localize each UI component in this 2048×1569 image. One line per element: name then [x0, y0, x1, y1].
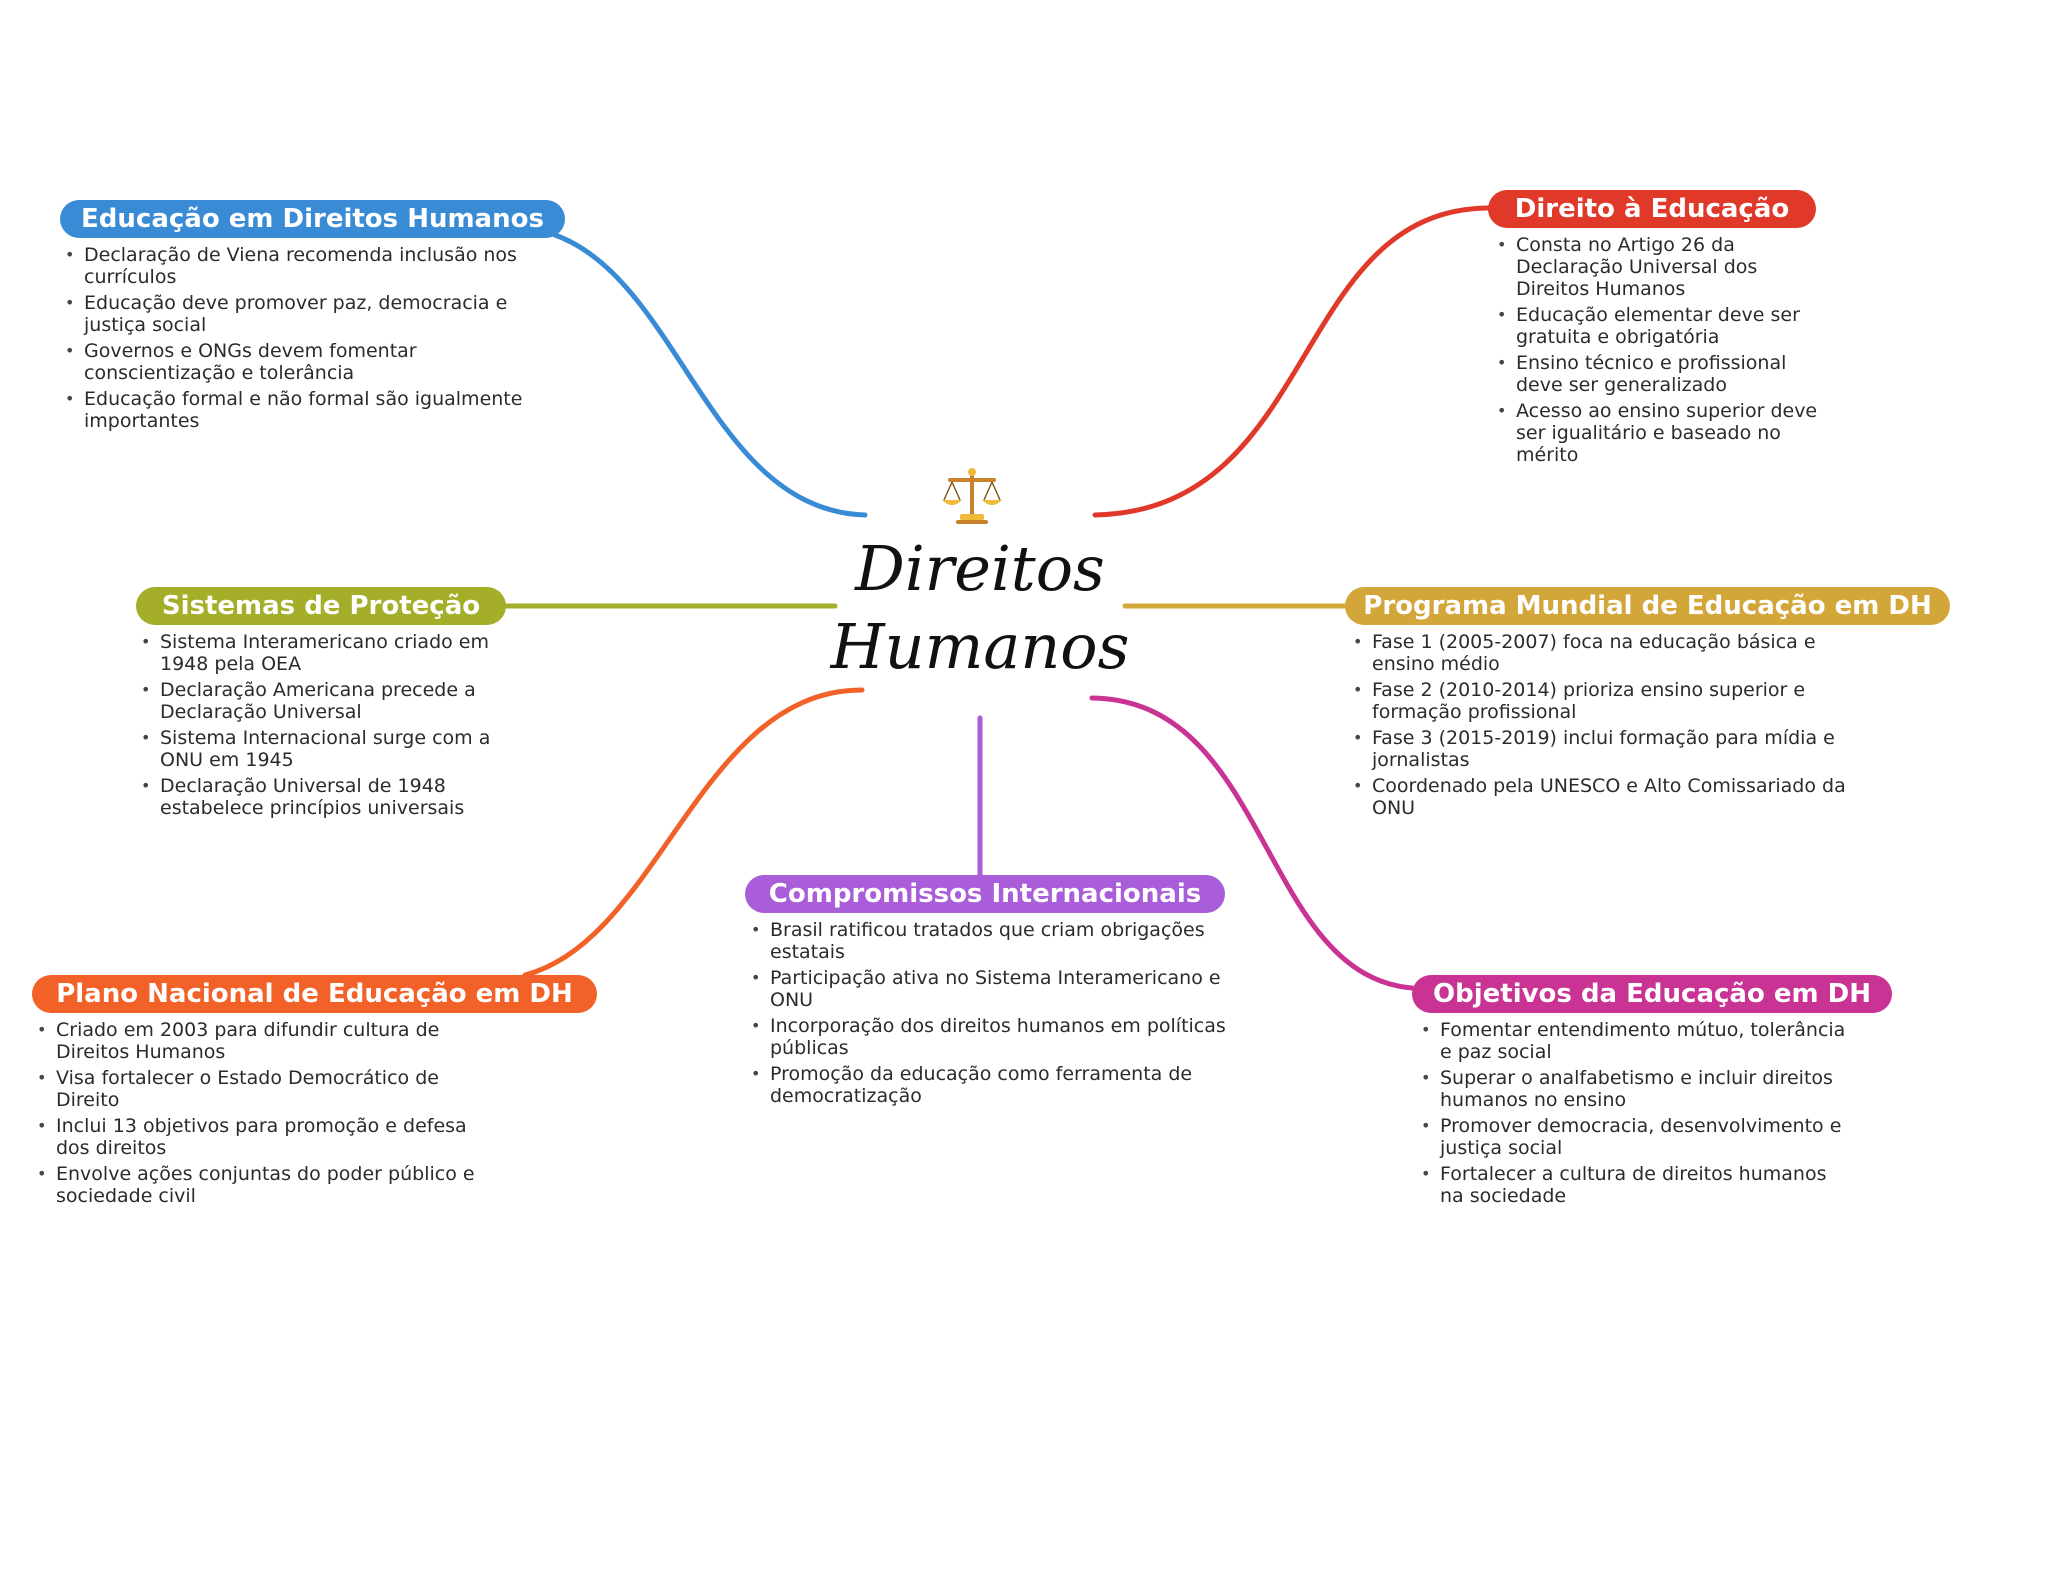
list-item: Criado em 2003 para difundir cultura de … [34, 1019, 494, 1063]
list-item: Promover democracia, desenvolvimento e j… [1418, 1115, 1848, 1159]
branch-title-educacao-dh: Educação em Direitos Humanos [60, 200, 565, 238]
branch-list-plano-nacional: Criado em 2003 para difundir cultura de … [34, 1019, 494, 1211]
list-item: Coordenado pela UNESCO e Alto Comissaria… [1350, 775, 1880, 819]
list-item: Fase 2 (2010-2014) prioriza ensino super… [1350, 679, 1880, 723]
branch-list-programa-mundial: Fase 1 (2005-2007) foca na educação bási… [1350, 631, 1880, 823]
list-item: Fase 1 (2005-2007) foca na educação bási… [1350, 631, 1880, 675]
branch-title-objetivos: Objetivos da Educação em DH [1412, 975, 1892, 1013]
branch-list-sistemas-protecao: Sistema Interamericano criado em 1948 pe… [138, 631, 518, 823]
branch-title-direito-educacao: Direito à Educação [1488, 190, 1816, 228]
list-item: Acesso ao ensino superior deve ser igual… [1494, 400, 1824, 466]
list-item: Participação ativa no Sistema Interameri… [748, 967, 1228, 1011]
connector-direito-educacao [1092, 205, 1491, 518]
list-item: Declaração Universal de 1948 estabelece … [138, 775, 518, 819]
list-item: Brasil ratificou tratados que criam obri… [748, 919, 1228, 963]
branch-title-programa-mundial: Programa Mundial de Educação em DH [1345, 587, 1950, 625]
list-item: Governos e ONGs devem fomentar conscient… [62, 340, 532, 384]
list-item: Fortalecer a cultura de direitos humanos… [1418, 1163, 1848, 1207]
list-item: Educação formal e não formal são igualme… [62, 388, 532, 432]
branch-list-educacao-dh: Declaração de Viena recomenda inclusão n… [62, 244, 532, 436]
branch-title-compromissos: Compromissos Internacionais [745, 875, 1225, 913]
list-item: Inclui 13 objetivos para promoção e defe… [34, 1115, 494, 1159]
list-item: Declaração de Viena recomenda inclusão n… [62, 244, 532, 288]
list-item: Sistema Internacional surge com a ONU em… [138, 727, 518, 771]
list-item: Fomentar entendimento mútuo, tolerância … [1418, 1019, 1848, 1063]
branch-list-compromissos: Brasil ratificou tratados que criam obri… [748, 919, 1228, 1111]
list-item: Educação elementar deve ser gratuita e o… [1494, 304, 1824, 348]
list-item: Fase 3 (2015-2019) inclui formação para … [1350, 727, 1880, 771]
list-item: Visa fortalecer o Estado Democrático de … [34, 1067, 494, 1111]
list-item: Declaração Americana precede a Declaraçã… [138, 679, 518, 723]
list-item: Envolve ações conjuntas do poder público… [34, 1163, 494, 1207]
list-item: Educação deve promover paz, democracia e… [62, 292, 532, 336]
central-topic: Direitos Humanos [820, 530, 1140, 686]
list-item: Superar o analfabetismo e incluir direit… [1418, 1067, 1848, 1111]
connector-educacao-dh [552, 232, 868, 518]
branch-title-sistemas-protecao: Sistemas de Proteção [136, 587, 506, 625]
connector-plano-nacional [522, 687, 865, 978]
branch-title-plano-nacional: Plano Nacional de Educação em DH [32, 975, 597, 1013]
connector-objetivos [1089, 695, 1415, 991]
list-item: Sistema Interamericano criado em 1948 pe… [138, 631, 518, 675]
scales-of-justice-icon [942, 468, 1002, 524]
central-topic-line2: Humanos [830, 610, 1130, 683]
list-item: Ensino técnico e profissional deve ser g… [1494, 352, 1824, 396]
branch-list-objetivos: Fomentar entendimento mútuo, tolerância … [1418, 1019, 1848, 1211]
central-topic-line1: Direitos [855, 532, 1105, 605]
list-item: Incorporação dos direitos humanos em pol… [748, 1015, 1228, 1059]
list-item: Promoção da educação como ferramenta de … [748, 1063, 1228, 1107]
branch-list-direito-educacao: Consta no Artigo 26 da Declaração Univer… [1494, 234, 1824, 470]
list-item: Consta no Artigo 26 da Declaração Univer… [1494, 234, 1824, 300]
